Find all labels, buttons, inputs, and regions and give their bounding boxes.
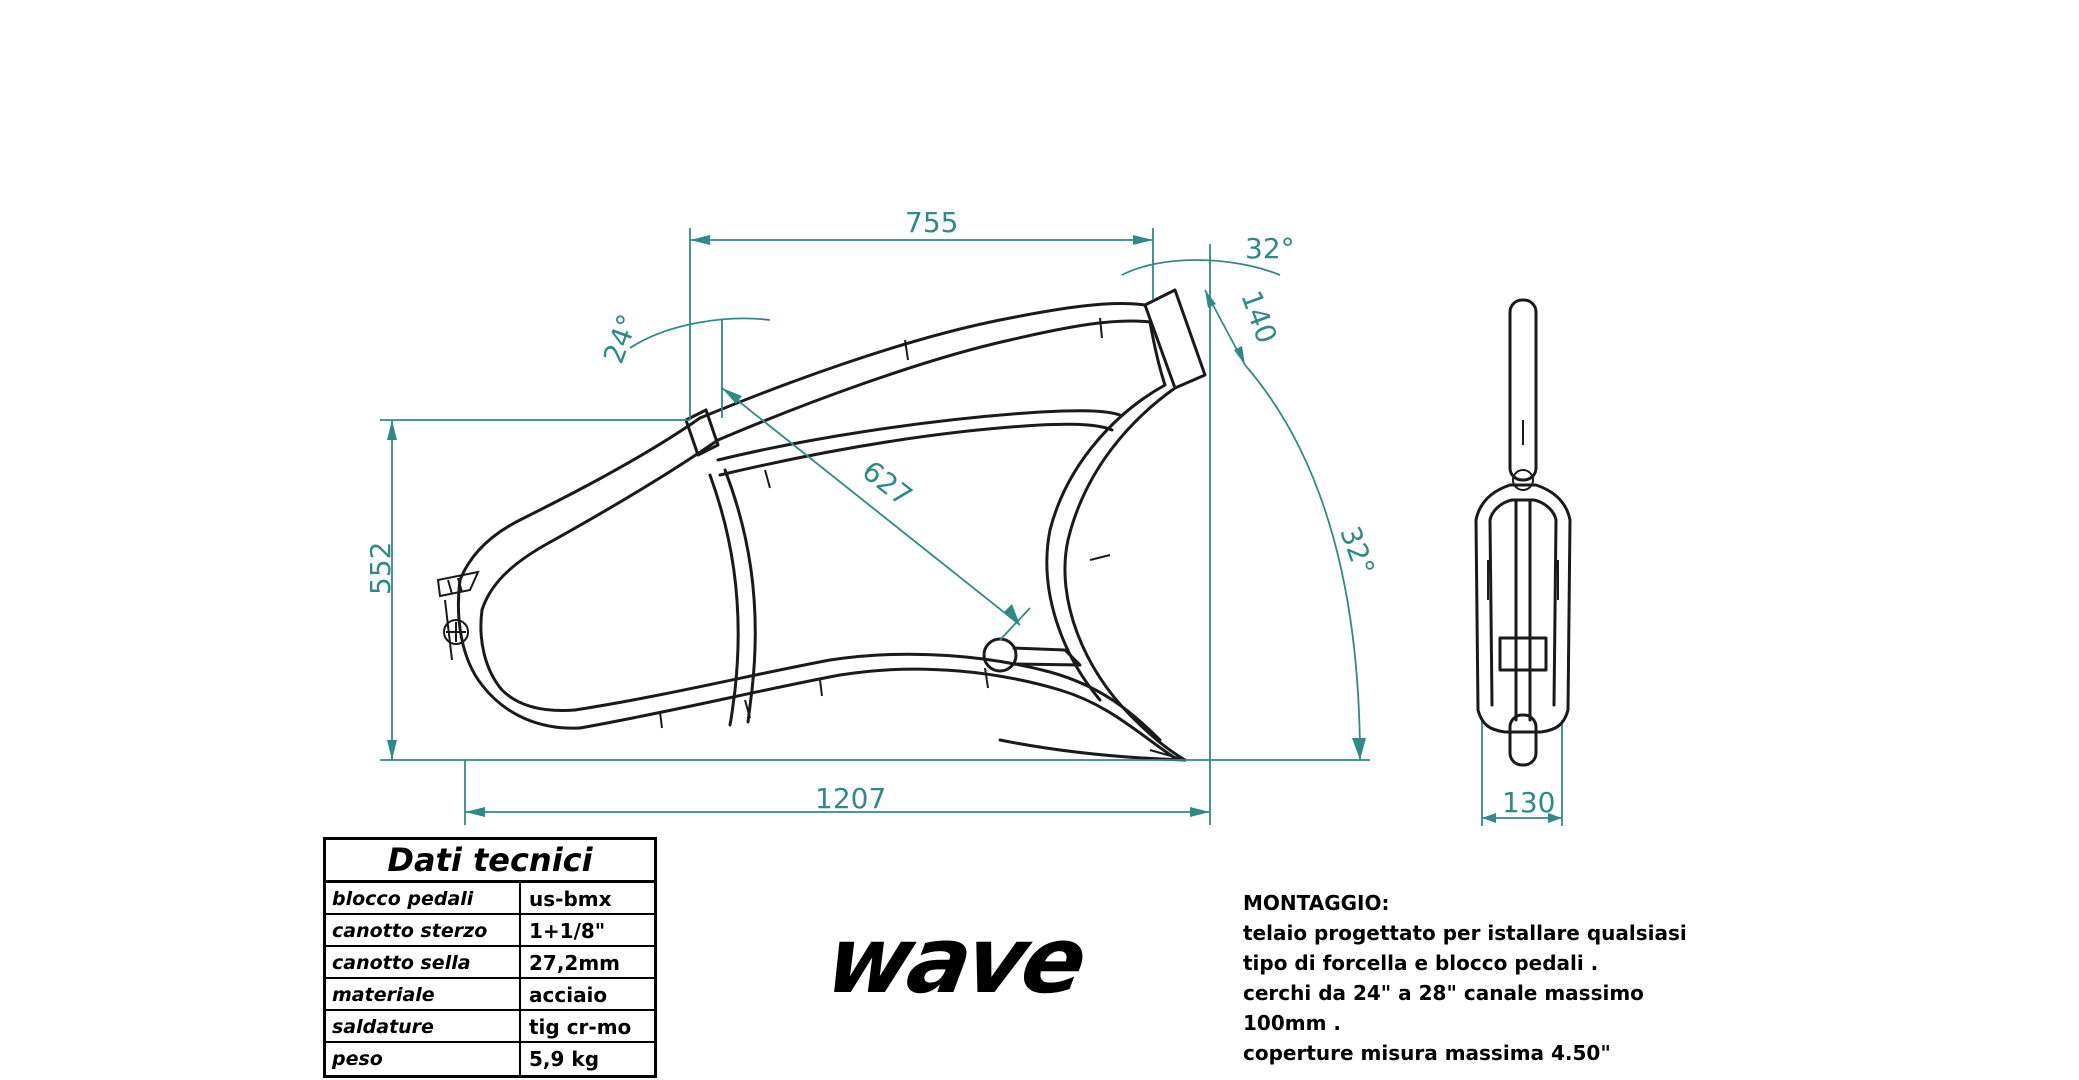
dim-height: 552 [364,542,397,595]
tech-row: materiale acciaio [326,979,654,1011]
chain-stay-inner [573,652,1162,742]
dim-top-length: 755 [905,206,958,239]
rear-loop-inner [479,608,577,712]
rear-loop-outer [456,578,582,730]
dim-total-length: 1207 [815,782,886,815]
down-tube-inner [1045,320,1167,702]
seat-tube-left [708,473,740,727]
dim-arc-angle: 32° [1333,522,1381,580]
weld-marks [659,317,1111,729]
tech-label: blocco pedali [326,883,521,913]
frame-side-view [436,288,1207,762]
dimensions: 755 32° 140 24° 627 32° 552 [364,206,1563,826]
assembly-notes: MONTAGGIO: telaio progettato per istalla… [1243,888,1763,1068]
tech-data-table: Dati tecnici blocco pedali us-bmx canott… [323,837,657,1078]
dim-diagonal: 627 [856,454,918,513]
dim-head-angle: 32° [1245,232,1295,265]
tech-value: 27,2mm [529,951,621,975]
assembly-line: coperture misura massima 4.50" [1243,1041,1611,1065]
frame-tail [1149,749,1186,761]
frame-front-view [1474,298,1572,767]
top-tube-upper [698,302,1147,420]
tech-value: us-bmx [529,887,612,911]
tech-label: peso [326,1043,521,1075]
tech-row: canotto sterzo 1+1/8" [326,915,654,947]
bottom-line [998,738,1187,762]
tech-label: canotto sterzo [326,915,521,945]
seat-stay-lower [480,438,720,612]
top-tube-lower [716,319,1152,442]
down-tube-outer [1063,386,1187,762]
logo-text: wave [819,920,1092,1010]
dim-head-tube: 140 [1234,286,1283,348]
tech-row: canotto sella 27,2mm [326,947,654,979]
tech-value: 5,9 kg [529,1047,600,1071]
tech-value: acciaio [529,983,608,1007]
tech-label: materiale [326,979,521,1009]
tech-data-title: Dati tecnici [326,840,654,883]
dim-front-width: 130 [1502,786,1555,819]
mid-tube-lower [718,422,1114,477]
assembly-line: tipo di forcella e blocco pedali . [1243,951,1599,975]
assembly-line: telaio progettato per istallare qualsias… [1243,921,1687,945]
assembly-line: cerchi da 24" a 28" canale massimo [1243,981,1644,1005]
wave-logo: wave [819,920,1092,1010]
tech-value: tig cr-mo [529,1015,632,1039]
tech-row: saldature tig cr-mo [326,1011,654,1043]
tech-value: 1+1/8" [529,919,606,943]
tech-row: peso 5,9 kg [326,1043,654,1075]
rear-dropout [436,570,480,661]
dim-seat-angle: 24° [597,310,645,368]
tech-label: canotto sella [326,947,521,977]
head-tube [1143,288,1207,390]
tech-label: saldature [326,1011,521,1041]
seat-stay-upper [458,416,702,582]
assembly-heading: MONTAGGIO: [1243,891,1390,915]
chain-stay-outer [578,667,1177,760]
assembly-line: 100mm . [1243,1011,1341,1035]
seat-tube-right [723,468,757,724]
mid-tube-upper [716,409,1122,462]
tech-row: blocco pedali us-bmx [326,883,654,915]
seat-clamp [684,408,720,457]
